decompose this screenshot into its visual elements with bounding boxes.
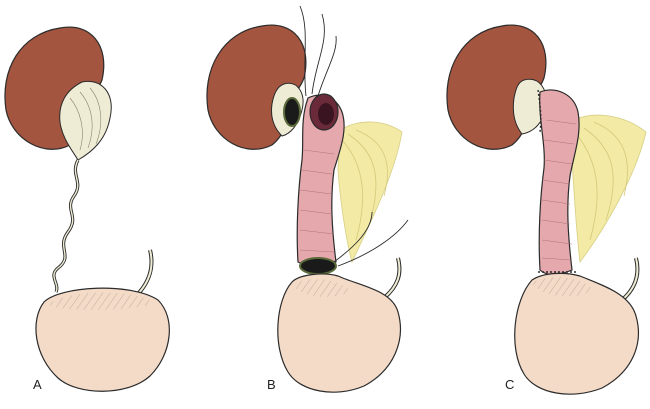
bowel-segment-c-folds — [541, 119, 577, 261]
bowel-distal-opening-b — [299, 257, 337, 275]
mesentery-c-vessels — [577, 121, 628, 241]
renal-pelvis-a — [59, 80, 112, 161]
panel-c — [446, 24, 647, 395]
contralateral-ureter-b-inner — [383, 257, 401, 299]
proximal-suture-line-c — [537, 89, 542, 133]
bladder-b — [277, 273, 402, 393]
bowel-segment-b-folds — [299, 149, 335, 253]
panel-a — [4, 26, 170, 392]
mesentery-b-vessels — [341, 129, 388, 241]
pelvis-anastomosis-opening-b — [283, 97, 301, 127]
bowel-proximal-lumen-b — [318, 103, 334, 125]
panel-label-a: A — [33, 377, 42, 392]
damaged-ureter-a-inner — [53, 159, 79, 293]
suture-threads-top-b — [299, 5, 337, 97]
panel-label-c: C — [505, 377, 515, 392]
panel-b — [206, 5, 409, 393]
panel-label-b: B — [267, 377, 276, 392]
bladder-c — [514, 272, 640, 395]
bladder-a-dome-hatch — [48, 292, 154, 310]
suture-threads-bottom-b — [333, 211, 409, 267]
mesentery-c — [571, 114, 647, 264]
mesentery-b — [337, 121, 403, 264]
contralateral-ureter-b — [382, 257, 402, 300]
renal-pelvis-a-striations — [69, 87, 102, 151]
damaged-ureter-a — [52, 159, 80, 293]
contralateral-ureter-c-inner — [621, 257, 639, 301]
bladder-a — [35, 287, 170, 392]
bladder-b-hatch — [292, 279, 350, 297]
bladder-c-hatch — [532, 277, 592, 297]
bowel-segment-b — [296, 94, 345, 267]
